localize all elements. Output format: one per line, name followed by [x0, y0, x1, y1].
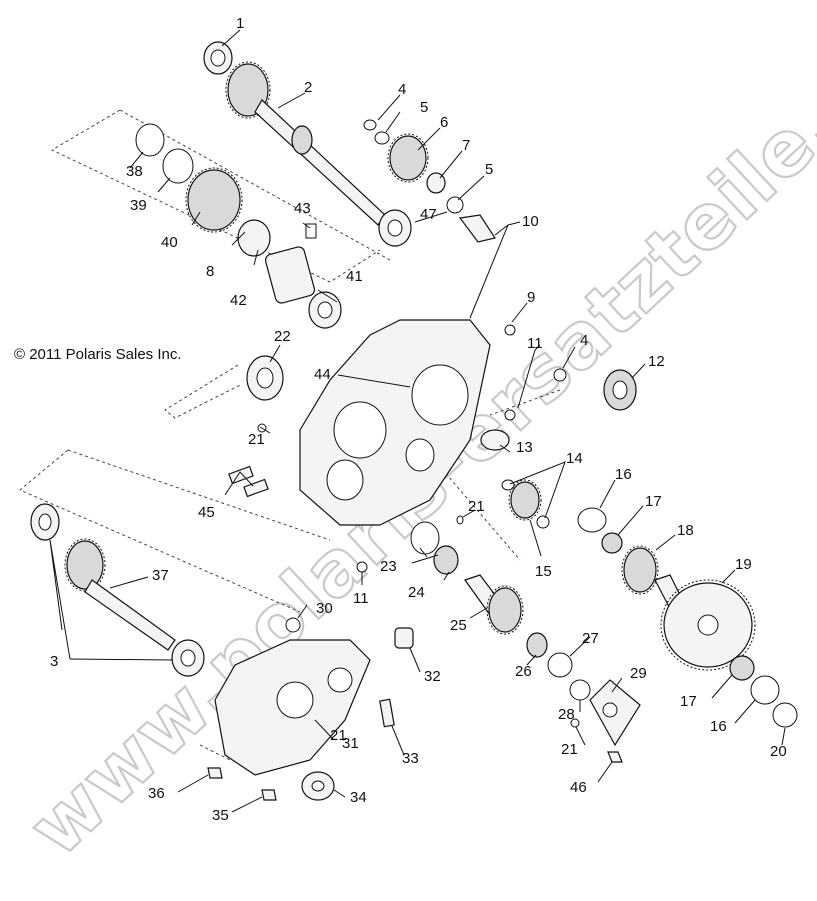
- callout-4: 4: [398, 81, 406, 98]
- callout-24: 24: [408, 584, 425, 601]
- callout-39: 39: [130, 197, 147, 214]
- callout-21: 21: [561, 741, 578, 758]
- callout-labels: 1 2 3 4 4 5 5 6 7 8 9 10 11 11 12 13 14 …: [50, 15, 787, 824]
- callout-46: 46: [570, 779, 587, 796]
- callout-21: 21: [330, 727, 347, 744]
- callout-45: 45: [198, 504, 215, 521]
- callout-31: 31: [342, 735, 359, 752]
- callout-13: 13: [516, 439, 533, 456]
- copyright-notice: © 2011 Polaris Sales Inc.: [14, 346, 182, 363]
- callout-30: 30: [316, 600, 333, 617]
- callout-29: 29: [630, 665, 647, 682]
- callout-7: 7: [462, 137, 470, 154]
- callout-23: 23: [380, 558, 397, 575]
- center-lower-parts: [356, 521, 591, 701]
- callout-14: 14: [566, 450, 583, 467]
- callout-16: 16: [710, 718, 727, 735]
- right-upper-parts: [504, 324, 637, 421]
- callout-8: 8: [206, 263, 214, 280]
- callout-17: 17: [645, 493, 662, 510]
- callout-17: 17: [680, 693, 697, 710]
- callout-32: 32: [424, 668, 441, 685]
- callout-11: 11: [527, 335, 543, 352]
- callout-4: 4: [580, 332, 588, 349]
- callout-40: 40: [161, 234, 178, 251]
- callout-12: 12: [648, 353, 665, 370]
- callout-35: 35: [212, 807, 229, 824]
- upper-gear-cluster: [363, 119, 496, 243]
- callout-1: 1: [236, 15, 244, 32]
- callout-26: 26: [515, 663, 532, 680]
- callout-18: 18: [677, 522, 694, 539]
- bracket-and-bolts: [570, 679, 641, 763]
- callout-10: 10: [522, 213, 539, 230]
- callout-37: 37: [152, 567, 169, 584]
- callout-20: 20: [770, 743, 787, 760]
- callout-21: 21: [468, 498, 485, 515]
- callout-3: 3: [50, 653, 58, 670]
- main-transmission-case: [299, 319, 491, 526]
- callout-2: 2: [304, 79, 312, 96]
- callout-25: 25: [450, 617, 467, 634]
- callout-9: 9: [527, 289, 535, 306]
- callout-33: 33: [402, 750, 419, 767]
- callout-42: 42: [230, 292, 247, 309]
- callout-34: 34: [350, 789, 367, 806]
- callout-22: 22: [274, 328, 291, 345]
- callout-41: 41: [346, 268, 363, 285]
- callout-5: 5: [420, 99, 428, 116]
- callout-6: 6: [440, 114, 448, 131]
- callout-47: 47: [420, 206, 437, 223]
- leader-lines: [49, 29, 786, 813]
- callout-16: 16: [615, 466, 632, 483]
- callout-11: 11: [353, 590, 369, 607]
- callout-38: 38: [126, 163, 143, 180]
- input-shaft-assembly: [30, 503, 205, 677]
- idler-gear-group: [456, 429, 550, 529]
- callout-19: 19: [735, 556, 752, 573]
- callout-28: 28: [558, 706, 575, 723]
- dashed-group-lines: [19, 109, 561, 761]
- left-gear-stack: [135, 123, 342, 329]
- callout-27: 27: [582, 630, 599, 647]
- callout-21: 21: [248, 431, 265, 448]
- callout-15: 15: [535, 563, 552, 580]
- callout-43: 43: [294, 200, 311, 217]
- callout-5: 5: [485, 161, 493, 178]
- cover-assembly: [207, 617, 414, 801]
- right-lower-shaft: [577, 507, 798, 728]
- callout-36: 36: [148, 785, 165, 802]
- left-bearings: [228, 355, 284, 498]
- output-shaft-assembly: [203, 41, 412, 247]
- callout-44: 44: [314, 366, 331, 383]
